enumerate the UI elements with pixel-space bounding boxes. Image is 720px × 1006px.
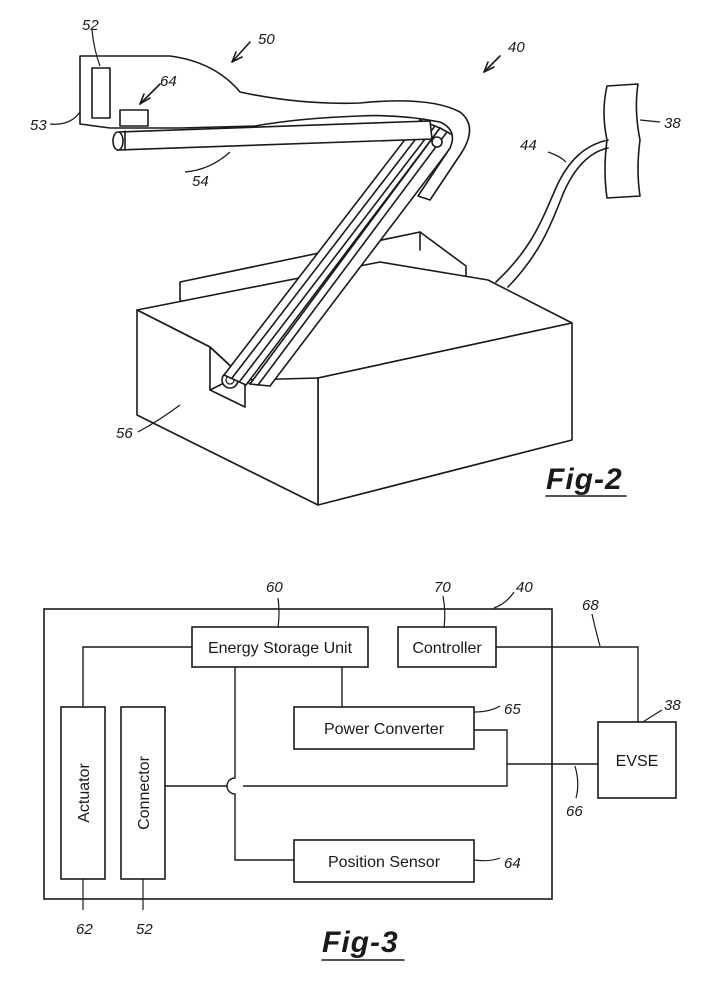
connector-rod [112,120,433,151]
controller-label: Controller [412,640,482,657]
ref-62: 62 [76,921,93,938]
energy-storage-unit-label: Energy Storage Unit [208,640,353,657]
fig3-block-diagram: Energy Storage Unit Controller Power Con… [43,579,681,961]
evse-wall-unit [603,83,641,199]
charging-cable [495,139,609,283]
ref-65: 65 [504,701,521,718]
ref-53: 53 [30,117,47,134]
position-sensor-block [293,839,475,883]
fig2-drawing: 52 50 64 40 53 38 44 54 56 Fig-2 [30,17,681,506]
ref-52: 52 [82,17,99,34]
evse-label: EVSE [616,753,659,770]
connector-label: Connector [136,755,153,829]
ref-40-fig3: 40 [516,579,533,596]
ref-50: 50 [258,31,275,48]
ref-44: 44 [520,137,537,154]
guide-housing [79,55,471,201]
actuator-block [60,706,106,880]
fig3-caption: Fig-3 [322,926,399,959]
ref-38-fig3: 38 [664,697,681,714]
connector-element [91,67,111,119]
ref-66: 66 [566,803,583,820]
actuator-label: Actuator [76,763,93,823]
ref-64-fig3: 64 [504,855,521,872]
ref-64: 64 [160,73,177,90]
ref-52-fig3: 52 [136,921,153,938]
ref-38: 38 [664,115,681,132]
power-converter-label: Power Converter [324,721,445,738]
connector-block [120,706,166,880]
ref-54: 54 [192,173,209,190]
power-converter-block [293,706,475,750]
ref-40: 40 [508,39,525,56]
ref-70: 70 [434,579,451,596]
ref-56: 56 [116,425,133,442]
fig2-caption: Fig-2 [546,463,623,496]
position-sensor-label: Position Sensor [328,854,441,871]
energy-storage-unit-block [191,626,369,668]
articulating-arm [223,119,459,387]
controller-block [397,626,497,668]
ref-68: 68 [582,597,599,614]
ref-60: 60 [266,579,283,596]
position-sensor-element [119,109,149,127]
evse-block [597,721,677,799]
